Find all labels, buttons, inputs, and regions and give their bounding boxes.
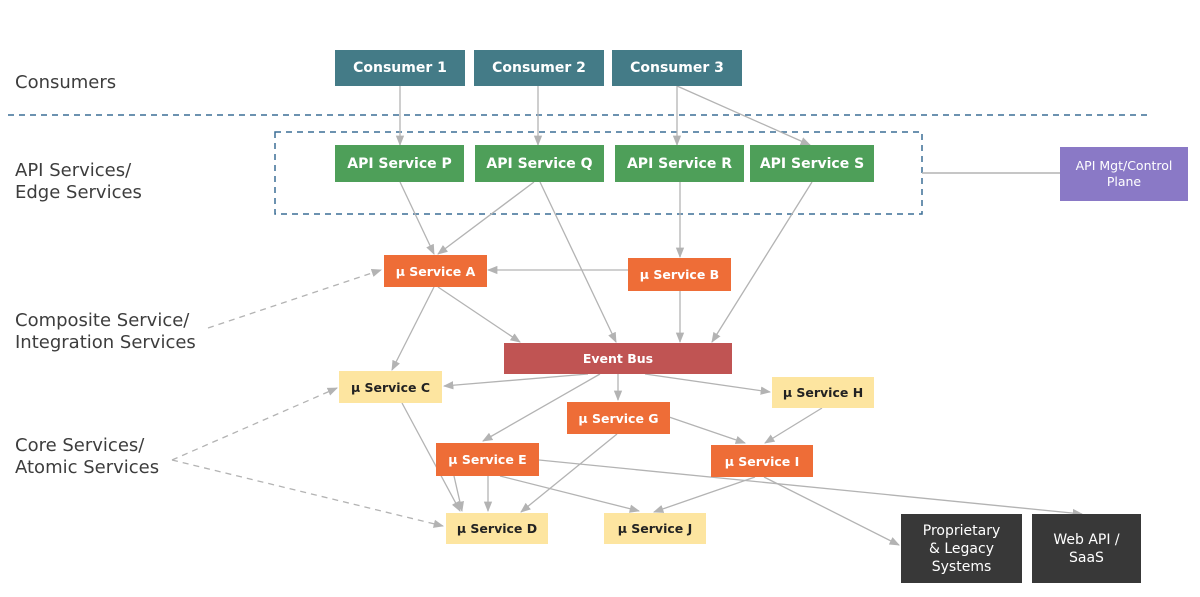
layer-label-consumers: Consumers — [15, 72, 117, 93]
consumer-1-node: Consumer 1 — [335, 50, 465, 86]
api-service-s-node: API Service S — [750, 145, 874, 182]
api-mgt-control-plane-node: API Mgt/Control Plane — [1060, 147, 1188, 201]
edge-svcE-svcJ — [499, 475, 641, 513]
consumer-2-node: Consumer 2 — [474, 50, 604, 86]
edge-svcH-svcI — [764, 407, 823, 444]
service-c-node: µ Service C — [339, 371, 442, 403]
edge-svcI-svcJ — [653, 476, 756, 513]
edge-apiS-bus — [711, 181, 813, 343]
event-bus-node: Event Bus — [504, 343, 732, 374]
edge-svcA-bus — [437, 286, 521, 343]
service-b-node: µ Service B — [628, 258, 731, 291]
edge-consumer3-apiS — [676, 85, 811, 146]
web-api-saas-node: Web API / SaaS — [1032, 514, 1141, 583]
service-h-node: µ Service H — [772, 377, 874, 408]
layer-label-api-services: API Services/ Edge Services — [15, 160, 142, 203]
edge-svcA-svcC — [391, 286, 435, 371]
pointer-core-layer-to-service-d — [171, 459, 445, 528]
edge-apiQ-svcA — [437, 181, 535, 255]
service-d-node: µ Service D — [446, 513, 548, 544]
edge-svcG-svcI — [668, 416, 746, 444]
layer-label-core-services: Core Services/ Atomic Services — [15, 435, 160, 478]
service-g-node: µ Service G — [567, 402, 670, 434]
api-service-r-node: API Service R — [615, 145, 744, 182]
edge-svcE-svcD-left — [453, 475, 464, 513]
edge-svcG-svcD — [520, 433, 618, 513]
consumer-3-node: Consumer 3 — [612, 50, 742, 86]
service-i-node: µ Service I — [711, 445, 813, 477]
pointer-composite-layer — [207, 269, 382, 329]
edge-svcI-legacy — [763, 476, 900, 546]
service-j-node: µ Service J — [604, 513, 706, 544]
edge-bus-svcH — [644, 373, 772, 395]
edge-apiQ-bus — [539, 181, 617, 343]
edge-svcC-svcD — [401, 402, 461, 512]
edge-bus-svcE — [482, 373, 601, 442]
edge-svcE-webapi — [538, 459, 1084, 518]
service-a-node: µ Service A — [384, 255, 487, 287]
proprietary-legacy-systems-node: Proprietary & Legacy Systems — [901, 514, 1022, 583]
edge-apiP-svcA — [399, 181, 435, 255]
edge-bus-svcC — [442, 373, 589, 390]
api-service-p-node: API Service P — [335, 145, 464, 182]
service-e-node: µ Service E — [436, 443, 539, 476]
layer-label-composite-services: Composite Service/ Integration Services — [15, 310, 196, 353]
api-service-q-node: API Service Q — [475, 145, 604, 182]
pointer-core-layer-to-service-c — [171, 387, 338, 461]
